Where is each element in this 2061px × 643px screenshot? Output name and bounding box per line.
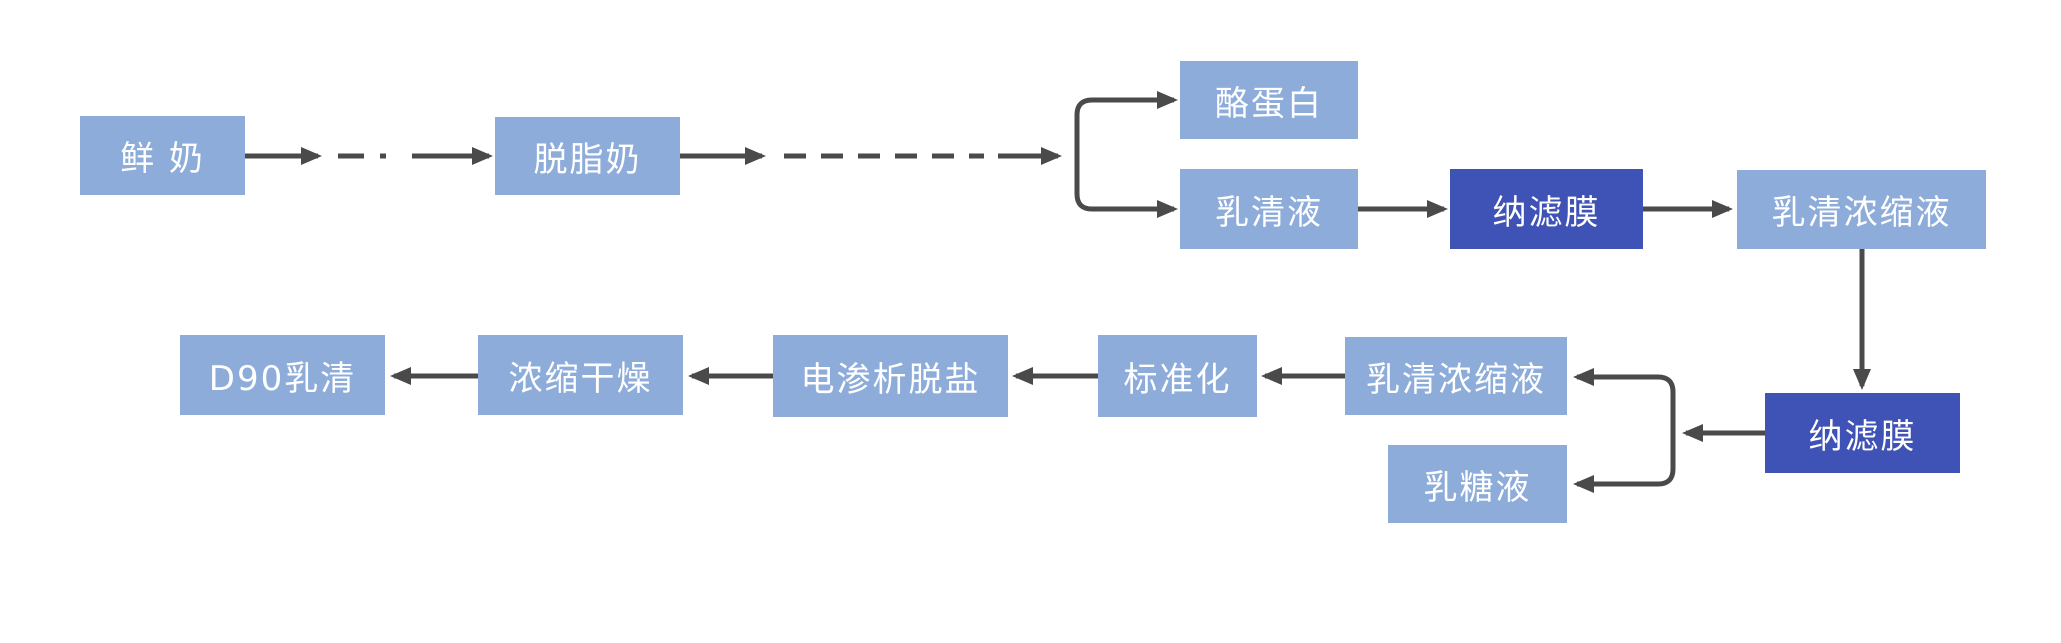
node-whey-liquid: 乳清液 xyxy=(1180,169,1358,249)
node-fresh-milk: 鲜 奶 xyxy=(80,116,245,195)
node-whey-concentrate-1: 乳清浓缩液 xyxy=(1737,170,1986,249)
node-nanofiltration-membrane-2: 纳滤膜 xyxy=(1765,393,1960,473)
node-casein: 酪蛋白 xyxy=(1180,61,1358,139)
edge-split-whey-conc-2-lactose xyxy=(1573,368,1676,493)
edge-split-casein-whey-liquid xyxy=(1074,91,1178,218)
node-skim-milk: 脱脂奶 xyxy=(495,117,680,195)
node-nanofiltration-membrane-1: 纳滤膜 xyxy=(1450,169,1643,249)
node-whey-concentrate-2: 乳清浓缩液 xyxy=(1345,337,1567,415)
node-d90-whey: D90乳清 xyxy=(180,335,385,415)
node-lactose-liquid: 乳糖液 xyxy=(1388,445,1567,523)
node-electrodialysis-desalting: 电渗析脱盐 xyxy=(773,335,1008,417)
node-concentration-drying: 浓缩干燥 xyxy=(478,335,683,415)
node-standardization: 标准化 xyxy=(1098,335,1257,417)
